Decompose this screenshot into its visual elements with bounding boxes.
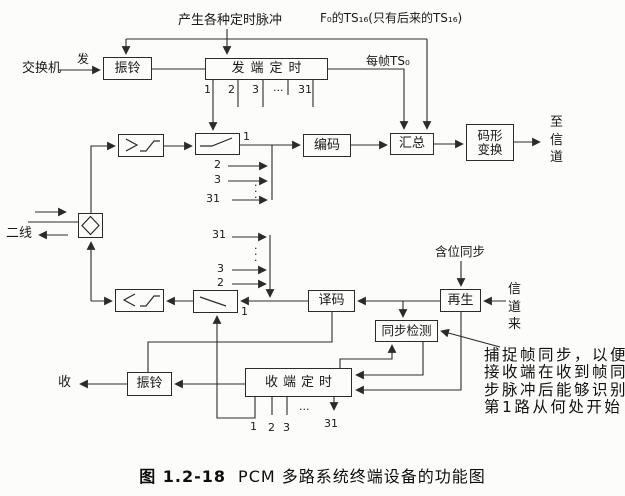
note-line-4: 第1路从何处开始: [484, 397, 623, 416]
amplifier-lowpass-icon: [125, 138, 160, 152]
rx-channel-1-label: 1: [241, 305, 248, 318]
tx-channel-3-label: 3: [214, 173, 221, 186]
box-sync-detector: 同步检测: [375, 320, 438, 342]
label-switchboard: 交换机: [22, 61, 62, 76]
box-decoder: 译码: [308, 290, 355, 312]
code-converter-line2: 变换: [477, 141, 503, 157]
label-channel-in: 信道来: [507, 282, 521, 332]
tx-timing-output-3: 3: [252, 83, 259, 96]
label-send: 发: [77, 52, 90, 66]
amplifier-lowpass-icon: [122, 293, 160, 307]
rx-timing-output-31: 31: [324, 417, 338, 430]
label-to-channel: 至信道: [549, 115, 563, 165]
tx-channel-2-label: 2: [214, 158, 221, 171]
box-tx-gate: [195, 133, 240, 155]
sampling-gate-icon: [200, 137, 233, 147]
tx-timing-output-31: 31: [298, 83, 312, 96]
box-ringer-bottom: 振铃: [127, 372, 172, 396]
rx-timing-output-1: 1: [250, 420, 257, 433]
tx-channel-dots: ···: [254, 179, 258, 204]
box-hybrid-transformer: [78, 213, 103, 238]
figure-number: 图 1.2-18: [139, 467, 227, 486]
box-tx-amplifier-filter: [118, 134, 164, 157]
box-tx-timing: 发端定时: [205, 58, 328, 80]
rx-timing-output-dots: ···: [299, 403, 310, 416]
figure-caption: 图 1.2-18 PCM 多路系统终端设备的功能图: [0, 463, 625, 487]
rx-timing-output-2: 2: [268, 421, 275, 434]
label-bit-sync: 含位同步: [435, 244, 486, 259]
label-pulse-generation: 产生各种定时脉冲: [178, 13, 283, 28]
frame-sync-note: 捕捉帧同步，以便 接收端在收到帧同 步脉冲后能够识别 第1路从何处开始: [484, 346, 625, 416]
rx-timing-output-3: 3: [283, 421, 290, 434]
box-regenerator: 再生: [440, 289, 481, 312]
box-ringer-top: 振铃: [103, 57, 152, 80]
label-per-frame-ts0: 每帧TS₀: [366, 54, 410, 68]
note-line-3: 步脉冲后能够识别: [484, 380, 625, 399]
tx-timing-output-2: 2: [228, 83, 235, 96]
sampling-gate-icon: [199, 296, 227, 307]
tx-timing-output-1: 1: [204, 83, 211, 96]
box-encoder: 编码: [303, 134, 351, 157]
box-rx-gate: [193, 290, 238, 313]
rx-channel-31-label: 31: [212, 228, 226, 241]
code-converter-line1: 码形: [477, 127, 503, 143]
box-rx-amplifier-filter: [115, 289, 164, 312]
tx-channel-1-label: 1: [243, 130, 250, 143]
label-two-wire: 二线: [6, 226, 33, 241]
figure-title: PCM 多路系统终端设备的功能图: [238, 467, 486, 486]
note-line-2: 接收端在收到帧同: [484, 363, 625, 382]
tx-timing-output-dots: ···: [273, 84, 284, 97]
box-aggregator: 汇总: [390, 133, 434, 155]
rx-channel-2-label: 2: [217, 276, 224, 289]
rx-channel-dots: ···: [254, 242, 258, 267]
label-f0-ts16: F₀的TS₁₆(只有后来的TS₁₆): [320, 11, 463, 25]
box-code-converter: 码形 变换: [466, 124, 514, 161]
note-line-1: 捕捉帧同步，以便: [484, 346, 625, 364]
tx-channel-31-label: 31: [206, 192, 220, 205]
box-rx-timing: 收端定时: [245, 368, 352, 397]
rx-channel-3-label: 3: [217, 262, 224, 275]
label-receive: 收: [58, 375, 72, 390]
hybrid-transformer-icon: [81, 215, 100, 236]
